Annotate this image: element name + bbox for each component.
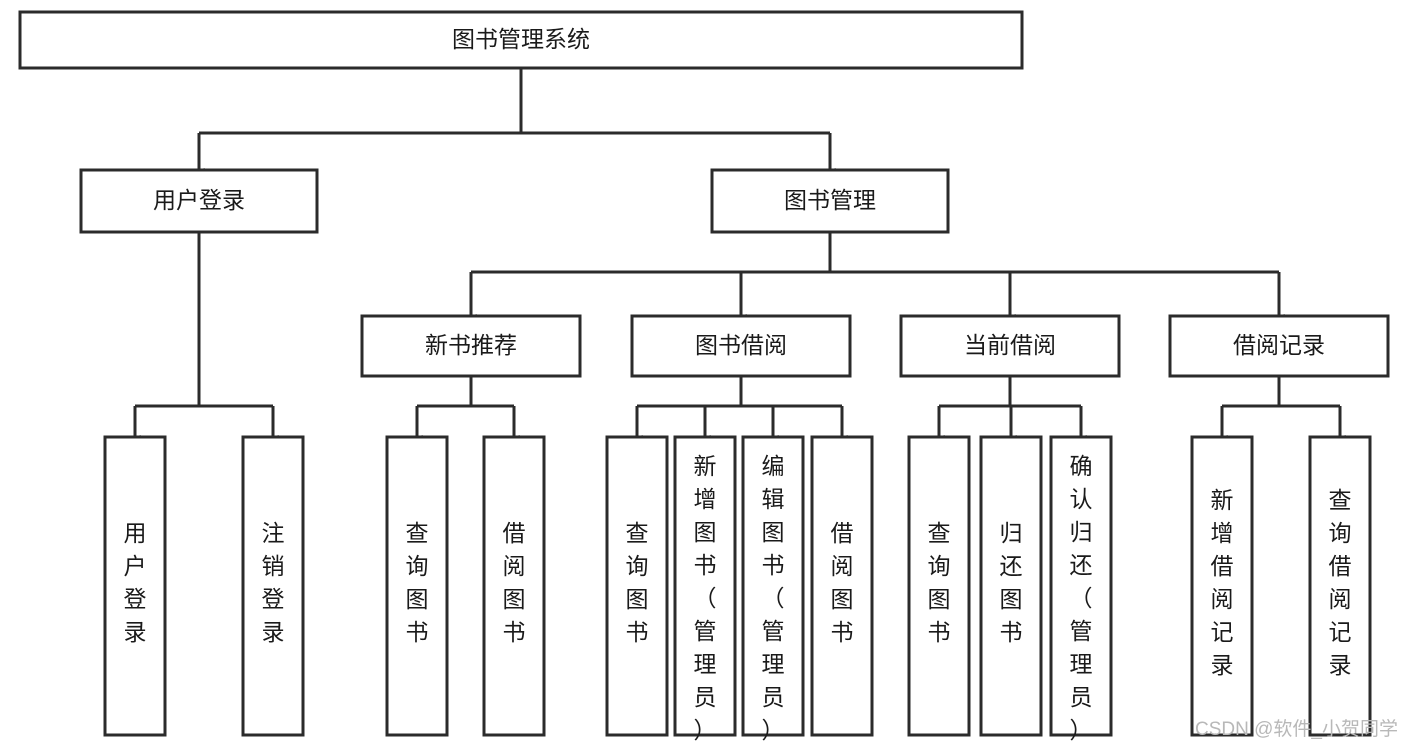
node-box [1190, 435, 1254, 737]
node-label: 查询图书 [406, 520, 429, 645]
node-label: 用户登录 [153, 187, 245, 213]
node-box [482, 435, 546, 737]
node-leaf-query-book-3[interactable]: 查询图书 [907, 435, 971, 737]
node-box [741, 435, 805, 737]
node-leaf-query-book-1[interactable]: 查询图书 [385, 435, 449, 737]
node-label: 归还图书 [1000, 520, 1023, 645]
node-leaf-query-book-2[interactable]: 查询图书 [605, 435, 669, 737]
node-box [241, 435, 305, 737]
node-box [1308, 435, 1372, 737]
node-box [673, 435, 737, 737]
edges-layer [129, 68, 1346, 444]
node-box [103, 435, 167, 737]
node-label: 新增图书（管理员） [694, 453, 717, 743]
nodes-layer: 图书管理系统用户登录图书管理新书推荐图书借阅当前借阅借阅记录用户登录注销登录查询… [18, 10, 1390, 743]
node-box [810, 435, 874, 737]
node-leaf-query-borrow-record[interactable]: 查询借阅记录 [1308, 435, 1372, 737]
node-box [1049, 435, 1113, 737]
watermark-label: CSDN @软件_小贺同学 [1195, 718, 1398, 740]
node-leaf-add-borrow-record[interactable]: 新增借阅记录 [1190, 435, 1254, 737]
node-leaf-confirm-return[interactable]: 确认归还（管理员） [1049, 435, 1113, 743]
node-borrow-record[interactable]: 借阅记录 [1168, 314, 1390, 378]
node-box [79, 168, 319, 234]
node-label: 当前借阅 [964, 332, 1056, 358]
node-user-login[interactable]: 用户登录 [79, 168, 319, 234]
node-box [1168, 314, 1390, 378]
node-leaf-user-login[interactable]: 用户登录 [103, 435, 167, 737]
node-box [18, 10, 1024, 70]
node-label: 查询借阅记录 [1329, 487, 1352, 678]
node-label: 编辑图书（管理员） [762, 453, 785, 743]
node-label: 查询图书 [928, 520, 951, 645]
node-box [907, 435, 971, 737]
node-label: 借阅图书 [831, 520, 854, 645]
node-box [630, 314, 852, 378]
node-label: 新书推荐 [425, 332, 517, 358]
node-box [605, 435, 669, 737]
node-label: 查询图书 [626, 520, 649, 645]
node-book-management[interactable]: 图书管理 [710, 168, 950, 234]
node-label: 新增借阅记录 [1211, 487, 1234, 678]
node-label: 借阅记录 [1233, 332, 1325, 358]
node-current-borrow[interactable]: 当前借阅 [899, 314, 1121, 378]
node-new-book-recommend[interactable]: 新书推荐 [360, 314, 582, 378]
node-label: 用户登录 [124, 520, 147, 645]
node-box [360, 314, 582, 378]
node-label: 图书管理系统 [452, 26, 590, 52]
node-label: 确认归还（管理员） [1070, 453, 1093, 743]
node-leaf-borrow-book-1[interactable]: 借阅图书 [482, 435, 546, 737]
node-leaf-return-book[interactable]: 归还图书 [979, 435, 1043, 737]
node-leaf-edit-book[interactable]: 编辑图书（管理员） [741, 435, 805, 743]
node-label: 注销登录 [262, 520, 285, 645]
node-box [899, 314, 1121, 378]
node-leaf-borrow-book-2[interactable]: 借阅图书 [810, 435, 874, 737]
node-root[interactable]: 图书管理系统 [18, 10, 1024, 70]
node-leaf-logout-login[interactable]: 注销登录 [241, 435, 305, 737]
node-box [979, 435, 1043, 737]
node-label: 图书借阅 [695, 332, 787, 358]
node-label: 借阅图书 [503, 520, 526, 645]
node-box [385, 435, 449, 737]
node-book-borrow[interactable]: 图书借阅 [630, 314, 852, 378]
node-box [710, 168, 950, 234]
node-label: 图书管理 [784, 187, 876, 213]
node-leaf-add-book[interactable]: 新增图书（管理员） [673, 435, 737, 743]
